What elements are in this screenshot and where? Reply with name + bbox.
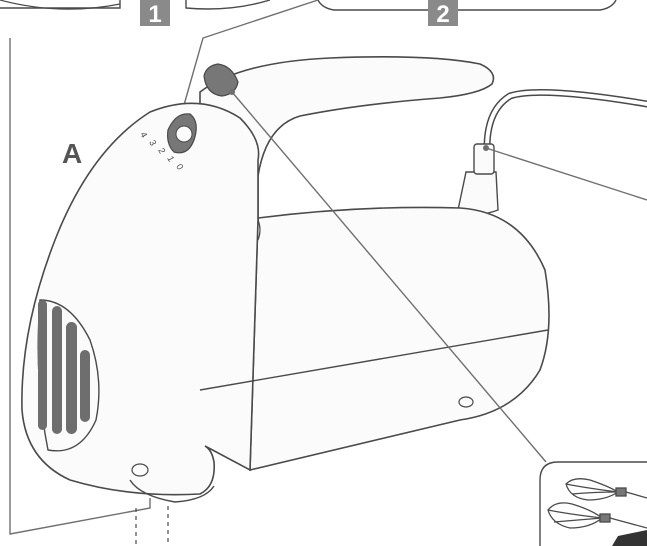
inset-frame-top-left xyxy=(0,0,271,10)
inset-frame-top-right xyxy=(317,0,617,11)
vent-slot xyxy=(38,300,47,430)
beater-lower xyxy=(547,502,647,529)
leader-line-speed-dial xyxy=(181,0,319,113)
beater-guide-lines xyxy=(135,506,169,546)
air-vent xyxy=(37,299,100,452)
speed-mark-0: 0 xyxy=(174,162,185,171)
housing-seam-handle xyxy=(257,219,261,241)
leader-line-eject xyxy=(231,91,547,463)
leader-line-left xyxy=(9,38,151,535)
speed-dial-marks: 0 1 2 3 4 xyxy=(138,130,185,171)
callout-badge-2: 2 xyxy=(428,0,458,28)
speed-mark-1: 1 xyxy=(165,154,176,163)
beaters-inset xyxy=(539,461,647,546)
speed-dial xyxy=(167,113,197,154)
power-cord xyxy=(483,88,647,152)
badge-1-label: 1 xyxy=(148,1,161,28)
leader-line-cord xyxy=(485,147,647,201)
callout-badge-1: 1 xyxy=(140,0,170,28)
speed-mark-4: 4 xyxy=(138,130,149,139)
insert-arrow xyxy=(612,530,647,546)
screw-hole-front xyxy=(131,463,149,477)
beater-upper xyxy=(565,478,647,501)
housing-seam-lower xyxy=(199,329,549,391)
speed-mark-2: 2 xyxy=(156,146,167,155)
section-letter-a: A xyxy=(62,138,82,169)
mixer-foot xyxy=(129,479,215,503)
vent-slot xyxy=(52,306,62,434)
speed-mark-3: 3 xyxy=(147,138,158,147)
badge-2-label: 2 xyxy=(436,1,449,28)
vent-slot xyxy=(66,322,77,434)
mixer-body-rear xyxy=(249,206,550,472)
cord-strain-relief xyxy=(457,143,499,215)
screw-hole-rear xyxy=(458,396,474,408)
beater-eject-button xyxy=(203,63,239,97)
vent-slot xyxy=(80,350,90,422)
mixer-handle xyxy=(199,56,495,222)
